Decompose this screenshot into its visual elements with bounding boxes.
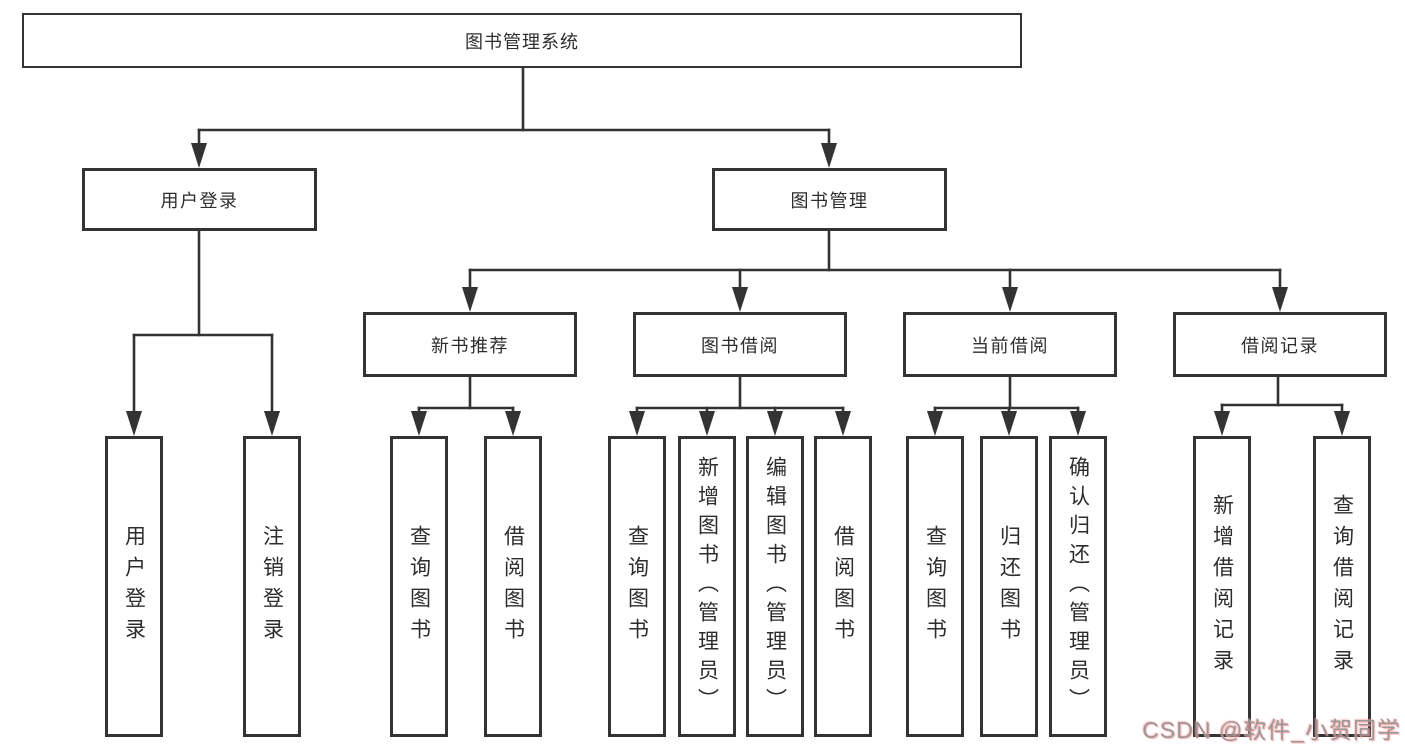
node-label: 用户登录: [122, 524, 146, 649]
node-label: 查询借阅记录: [1330, 493, 1354, 680]
node-label: 借阅图书: [501, 524, 525, 649]
node-label: 新增借阅记录: [1210, 493, 1234, 680]
node-label: 当前借阅: [971, 335, 1049, 356]
node-label: 借阅图书: [831, 524, 855, 649]
leaf-query-books-2: 查询图书: [608, 436, 666, 737]
node-label: 查询图书: [407, 524, 431, 649]
node-label: 确认归还（管理员）: [1066, 456, 1090, 717]
node-label: 归还图书: [997, 524, 1021, 649]
node-label: 新增图书（管理员）: [695, 456, 719, 717]
csdn-watermark: CSDN @软件_小贺同学: [1142, 717, 1401, 743]
node-new-book-recommend: 新书推荐: [363, 312, 577, 377]
leaf-query-borrow-record: 查询借阅记录: [1313, 436, 1371, 737]
node-label: 查询图书: [625, 524, 649, 649]
node-borrow-records: 借阅记录: [1173, 312, 1387, 377]
leaf-add-borrow-record: 新增借阅记录: [1193, 436, 1251, 737]
leaf-query-books-3: 查询图书: [906, 436, 964, 737]
leaf-borrow-books-1: 借阅图书: [484, 436, 542, 737]
leaf-add-books-admin: 新增图书（管理员）: [678, 436, 736, 737]
node-label: 图书借阅: [701, 335, 779, 356]
node-label: 图书管理系统: [465, 31, 579, 52]
node-label: 注销登录: [260, 524, 284, 649]
node-current-borrow: 当前借阅: [903, 312, 1117, 377]
leaf-edit-books-admin: 编辑图书（管理员）: [746, 436, 804, 737]
leaf-borrow-books-2: 借阅图书: [814, 436, 872, 737]
leaf-logout: 注销登录: [243, 436, 301, 737]
node-label: 借阅记录: [1241, 335, 1319, 356]
leaf-user-login: 用户登录: [105, 436, 163, 737]
node-label: 图书管理: [790, 190, 869, 211]
node-user-login: 用户登录: [82, 168, 317, 231]
node-label: 查询图书: [923, 524, 947, 649]
node-label: 新书推荐: [431, 335, 509, 356]
leaf-query-books-1: 查询图书: [390, 436, 448, 737]
node-book-management: 图书管理: [712, 168, 947, 231]
node-label: 编辑图书（管理员）: [763, 456, 787, 717]
node-label: 用户登录: [160, 190, 239, 211]
node-book-borrow: 图书借阅: [633, 312, 847, 377]
leaf-return-books: 归还图书: [980, 436, 1038, 737]
node-root-system: 图书管理系统: [22, 13, 1022, 68]
leaf-confirm-return-admin: 确认归还（管理员）: [1049, 436, 1107, 737]
